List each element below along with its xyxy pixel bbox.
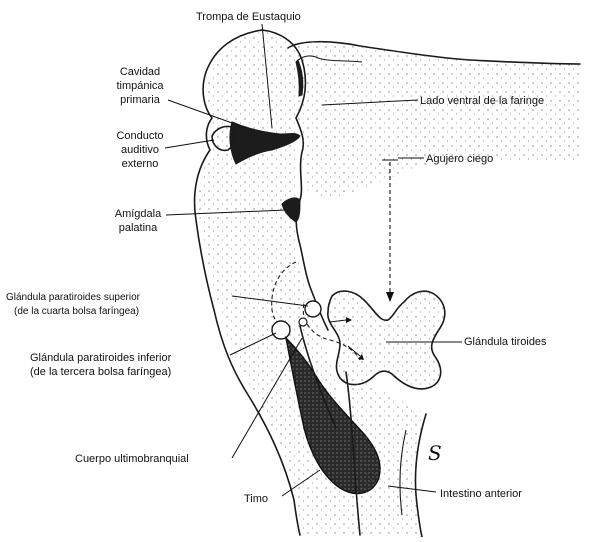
- foregut-fill: [346, 372, 426, 537]
- ultimobranchial-body: [299, 318, 307, 326]
- label-lado-ventral: Lado ventral de la faringe: [420, 95, 544, 107]
- label-cavidad-line2: timpánica: [116, 80, 164, 92]
- label-amigdala-line2: palatina: [119, 222, 158, 234]
- label-trompa-eustaquio: Trompa de Eustaquio: [196, 11, 301, 23]
- label-cavidad-line3: primaria: [120, 94, 161, 106]
- label-ultimobranquial: Cuerpo ultimobranquial: [75, 453, 189, 465]
- superior-parathyroid-gland: [305, 301, 321, 317]
- label-cavidad-line1: Cavidad: [120, 66, 160, 78]
- handwritten-mark: S: [428, 441, 442, 465]
- label-paratiroides-inf-line1: Glándula paratiroides inferior: [30, 352, 172, 364]
- label-timo: Timo: [244, 493, 268, 505]
- thyroid-gland-fill: [328, 291, 445, 389]
- label-agujero-ciego: Agujero ciego: [426, 153, 493, 165]
- label-conducto-line1: Conducto: [116, 130, 163, 142]
- label-tiroides: Glándula tiroides: [464, 336, 547, 348]
- label-amigdala-line1: Amígdala: [115, 208, 162, 220]
- label-paratiroides-inf-line2: (de la tercera bolsa faríngea): [30, 366, 171, 378]
- pharynx-floor-stipple: [288, 42, 580, 200]
- label-conducto-line2: auditivo: [121, 144, 159, 156]
- leader-conducto: [165, 140, 214, 148]
- label-paratiroides-sup-line1: Glándula paratiroides superior: [6, 292, 141, 303]
- inferior-parathyroid-gland: [272, 321, 290, 339]
- label-paratiroides-sup-line2: (de la cuarta bolsa faríngea): [14, 306, 139, 317]
- label-intestino-anterior: Intestino anterior: [440, 488, 522, 500]
- label-conducto-line3: externo: [122, 158, 159, 170]
- foramen-cecum-arrowhead: [386, 292, 394, 302]
